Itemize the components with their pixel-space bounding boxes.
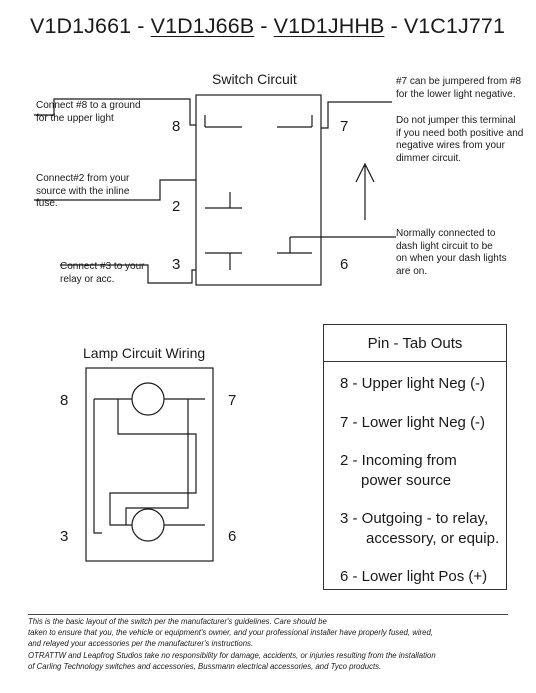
leader-pin3 xyxy=(60,264,196,284)
note-pin3: Connect #3 to your relay or acc. xyxy=(60,261,145,285)
terminal-6 xyxy=(277,237,312,254)
switch-pin-8-label: 8 xyxy=(172,118,181,135)
lamp-pin-7-label: 7 xyxy=(228,392,237,409)
note-pin6: Normally connected to dash light circuit… xyxy=(396,228,507,277)
page-title: V1D1J661 - V1D1J66B - V1D1JHHB - V1C1J77… xyxy=(30,14,505,39)
disclaimer-line: This is the basic layout of the switch p… xyxy=(28,617,327,626)
pin-row-6: 6 - Lower light Pos (+) xyxy=(340,568,488,585)
lamp-switch-body xyxy=(85,367,214,562)
pin-row-8: 8 - Upper light Neg (-) xyxy=(340,375,486,392)
title-separator: - xyxy=(131,14,151,38)
lamp-pin-3-label: 3 xyxy=(60,528,69,545)
wire-6-return xyxy=(125,399,189,525)
title-separator: - xyxy=(254,14,274,38)
pin-row-3: 3 - Outgoing - to relay, accessory, or e… xyxy=(340,510,500,547)
wire-7-to-lower-lamp xyxy=(109,399,197,526)
part-number-4: V1C1J771 xyxy=(403,14,506,38)
upper-lamp-icon xyxy=(131,382,165,416)
terminal-7 xyxy=(277,115,313,128)
switch-body xyxy=(195,94,322,286)
part-number-1: V1D1J661 xyxy=(30,14,132,38)
pin-tab-outs-table: Pin - Tab Outs 8 - Upper light Neg (-) 7… xyxy=(323,324,507,590)
switch-circuit-title: Switch Circuit xyxy=(212,71,297,87)
switch-pin-7-label: 7 xyxy=(340,118,349,135)
leader-pin8 xyxy=(34,98,196,126)
pin-table-title: Pin - Tab Outs xyxy=(324,325,506,362)
terminal-8 xyxy=(204,115,242,128)
wire-8-to-3 xyxy=(93,399,102,534)
disclaimer-line: and relayed your accessories per the man… xyxy=(28,639,254,649)
lamp-pin-8-label: 8 xyxy=(60,392,69,409)
leader-pin7 xyxy=(321,101,392,129)
switch-pin-3-label: 3 xyxy=(172,256,181,273)
terminal-2 xyxy=(205,192,242,209)
lamp-circuit-title: Lamp Circuit Wiring xyxy=(83,345,206,361)
note-pin8: Connect #8 to a ground for the upper lig… xyxy=(36,100,141,124)
disclaimer-line: taken to ensure that you, the vehicle or… xyxy=(28,628,433,638)
part-number-2: V1D1J66B xyxy=(150,14,255,38)
lower-lamp-icon xyxy=(131,508,165,542)
switch-pin-2-label: 2 xyxy=(172,198,181,215)
part-number-3: V1D1JHHB xyxy=(273,14,385,38)
up-arrow-icon xyxy=(355,162,375,220)
terminal-3 xyxy=(205,252,242,270)
switch-pin-6-label: 6 xyxy=(340,256,349,273)
disclaimer-footer: This is the basic layout of the switch p… xyxy=(28,614,508,672)
lamp-pin-6-label: 6 xyxy=(228,528,237,545)
disclaimer-line: of Carling Technology switches and acces… xyxy=(28,661,382,671)
pin-row-7: 7 - Lower light Neg (-) xyxy=(340,414,486,431)
title-separator: - xyxy=(384,14,404,38)
note-pin7-jumper: #7 can be jumpered from #8 for the lower… xyxy=(396,76,522,100)
pin-row-2: 2 - Incoming from power source xyxy=(340,452,457,489)
disclaimer-line: OTRATTW and Leapfrog Studios take no res… xyxy=(28,650,436,660)
leader-pin2 xyxy=(34,179,196,201)
note-pin2: Connect#2 from your source with the inli… xyxy=(36,173,130,209)
note-pin7-warning: Do not jumper this terminal if you need … xyxy=(396,115,524,164)
